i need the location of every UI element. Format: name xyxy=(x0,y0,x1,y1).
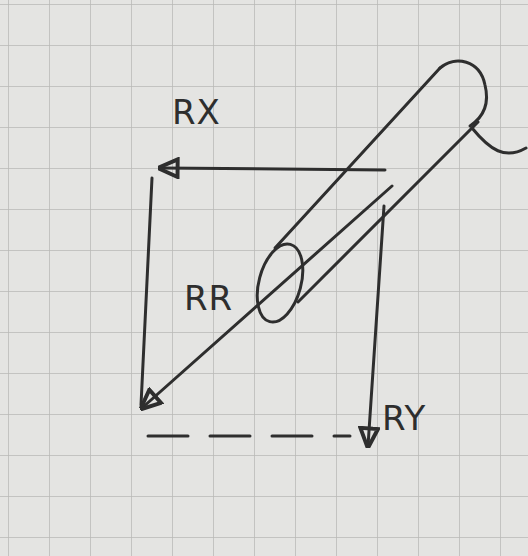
pipe-edge xyxy=(298,122,478,302)
vector-label-box: RX xyxy=(172,92,221,132)
pipe-edge xyxy=(275,68,440,248)
vector-label: RX xyxy=(172,92,221,132)
guide-line xyxy=(148,435,350,438)
ry-vector xyxy=(368,206,384,446)
guide-line xyxy=(141,178,152,405)
pipe-end xyxy=(440,61,487,126)
vector-label: RY xyxy=(382,398,426,438)
vectors xyxy=(141,168,392,446)
rr-vector xyxy=(142,186,392,408)
pipe xyxy=(249,61,526,327)
vector-label-box: RY xyxy=(382,398,426,438)
rx-vector xyxy=(160,168,385,170)
tail xyxy=(472,128,526,153)
vector-label: RR xyxy=(184,278,233,318)
vector-label-box: RR xyxy=(184,278,233,318)
pipe-end xyxy=(249,239,310,327)
